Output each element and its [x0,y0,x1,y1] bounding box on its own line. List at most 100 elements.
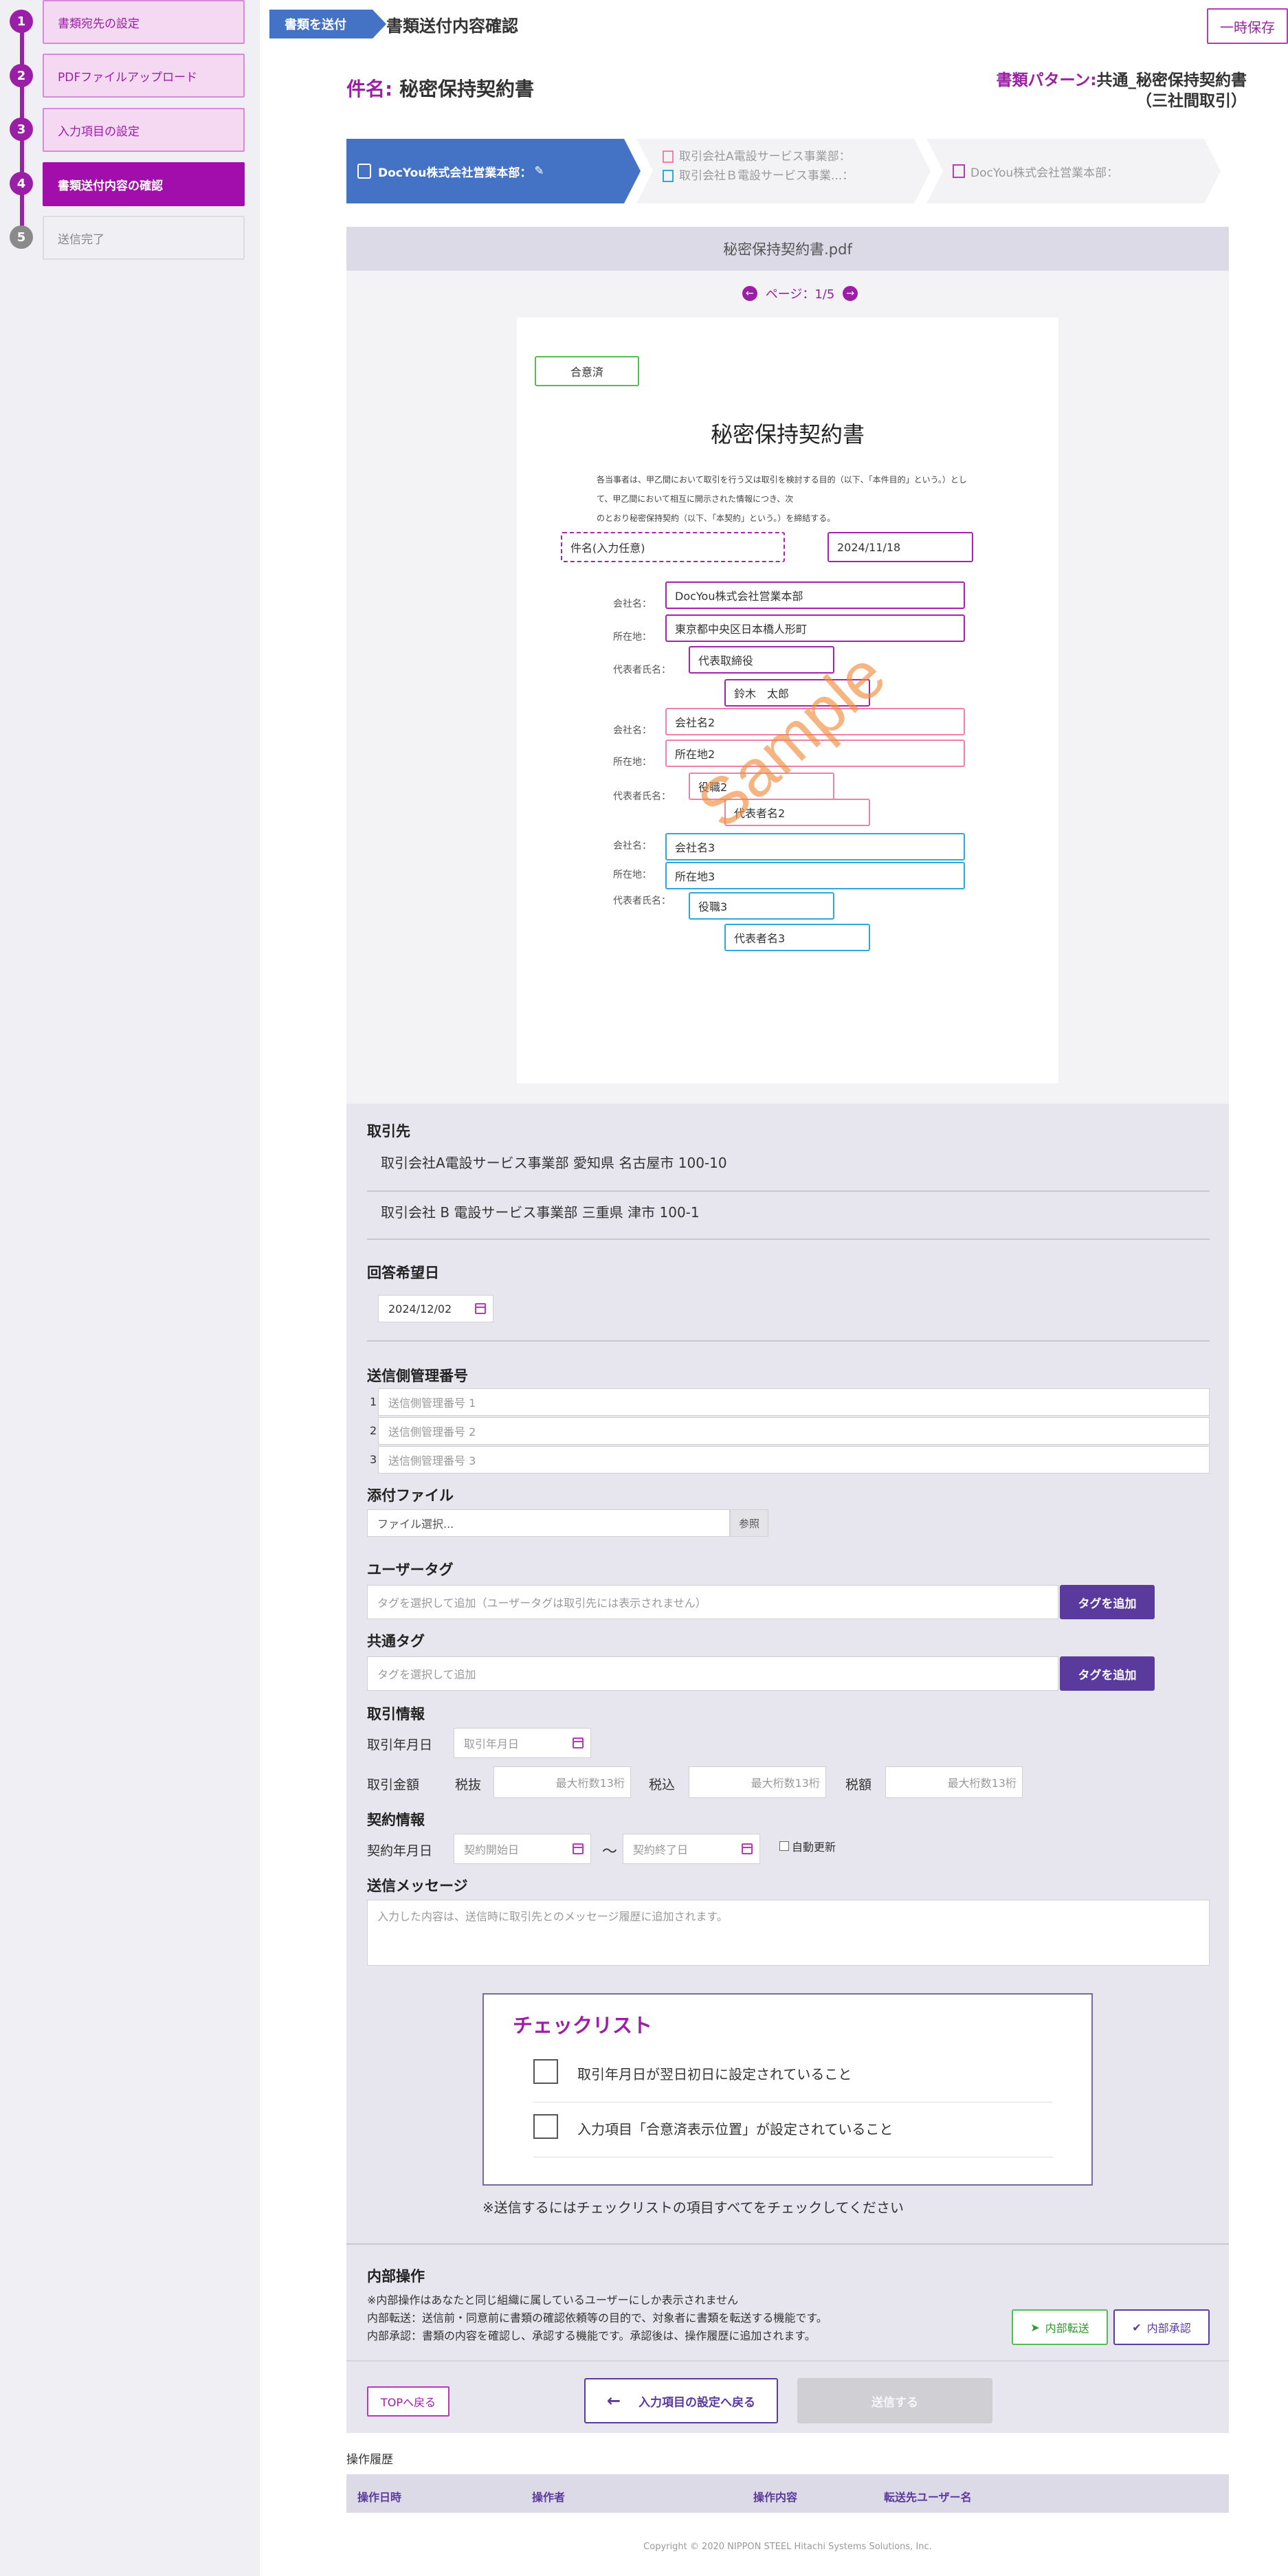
calendar-icon[interactable] [475,1303,486,1314]
checklist-checkbox-1[interactable] [533,2059,558,2084]
c1-company-field[interactable]: DocYou株式会社営業本部 [665,581,965,609]
label-company: 会社名： [613,841,652,852]
prev-page-icon[interactable]: ← [742,286,757,301]
back-to-input-label: 入力項目の設定へ戻る [639,2395,756,2410]
c3-title-field[interactable]: 役職3 [689,892,834,920]
pattern-value-2: （三社間取引） [1136,92,1247,110]
internal-forward-button[interactable]: ➤内部転送 [1012,2309,1108,2345]
attach-label: 添付ファイル [367,1487,454,1504]
history-col-operation: 操作内容 [753,2491,798,2504]
calendar-icon[interactable] [742,1843,753,1854]
common-tag-label: 共通タグ [367,1633,425,1650]
c2-title-field[interactable]: 役職2 [689,773,834,800]
internal-approve-button[interactable]: ✔内部承認 [1113,2309,1210,2345]
pdf-filename: 秘密保持契約書.pdf [346,227,1229,271]
amount-ex-input[interactable]: 最大桁数13桁 [493,1766,631,1798]
add-common-tag-button[interactable]: タグを追加 [1060,1656,1155,1691]
c1-title-field[interactable]: 代表取締役 [689,646,834,674]
next-page-icon[interactable]: → [843,286,858,301]
range-tilde: 〜 [602,1843,618,1861]
pattern-value: 共通_秘密保持契約書 [1096,71,1247,89]
step-number-3: 3 [10,118,33,141]
common-tag-input[interactable]: タグを選択して追加 [367,1656,1058,1691]
step-number-4: 4 [10,172,33,195]
history-table-header: 操作日時 操作者 操作内容 転送先ユーザー名 [346,2474,1229,2513]
auto-renew[interactable]: 自動更新 [779,1838,836,1854]
check-icon: ✔ [1132,2320,1142,2334]
checklist-checkbox-2[interactable] [533,2114,558,2139]
user-tag-input[interactable]: タグを選択して追加（ユーザータグは取引先には表示されません） [367,1585,1058,1619]
c3-name-field[interactable]: 代表者名3 [724,924,870,951]
browse-button[interactable]: 参照 [730,1509,768,1537]
mgmt-label: 送信側管理番号 [367,1368,468,1384]
divider [346,2360,1229,2362]
step-pdf-upload[interactable]: PDFファイルアップロード [43,54,245,98]
reply-date-input[interactable]: 2024/12/02 [378,1295,493,1322]
flow-step-sender: DocYou株式会社営業本部： ✎ [346,139,641,203]
step-number-2: 2 [10,64,33,87]
calendar-icon[interactable] [573,1737,584,1748]
message-textarea[interactable]: 入力した内容は、送信時に取引先とのメッセージ履歴に追加されます。 [367,1900,1210,1966]
contract-end-placeholder: 契約終了日 [633,1843,689,1856]
step-complete: 送信完了 [43,216,245,260]
checklist-item-2: 入力項目「合意済表示位置」が設定されていること [577,2121,893,2138]
doc-pattern: 書類パターン:共通_秘密保持契約書 （三社間取引） [996,70,1247,111]
step-input-fields[interactable]: 入力項目の設定 [43,108,245,152]
tax-label: 税額 [845,1777,872,1792]
mgmt-input-2[interactable]: 送信側管理番号 2 [378,1417,1210,1445]
page-indicator: ページ：1/5 [765,287,835,302]
tax-included-label: 税込 [649,1777,676,1792]
contract-start-input[interactable]: 契約開始日 [454,1834,591,1864]
reply-date-value: 2024/12/02 [388,1302,452,1315]
mgmt-input-1[interactable]: 送信側管理番号 1 [378,1388,1210,1416]
reply-date-label: 回答希望日 [367,1265,439,1281]
user-tag-label: ユーザータグ [367,1562,454,1578]
step-dest-settings[interactable]: 書類宛先の設定 [43,0,245,44]
partner-2: 取引会社 B 電設サービス事業部 三重県 津市 100-1 [381,1204,700,1221]
c2-name-field[interactable]: 代表者名2 [724,799,870,826]
flow-final-label: DocYou株式会社営業本部： [970,166,1119,180]
c2-address-field[interactable]: 所在地2 [665,740,965,767]
amount-tax-input[interactable]: 最大桁数13桁 [885,1766,1023,1798]
contract-start-placeholder: 契約開始日 [464,1843,520,1856]
c2-company-field[interactable]: 会社名2 [665,708,965,735]
c1-address-field[interactable]: 東京都中央区日本橋人形町 [665,614,965,642]
c3-company-field[interactable]: 会社名3 [665,833,965,860]
page-title: 書類送付内容確認 [386,16,518,36]
trade-date-input[interactable]: 取引年月日 [454,1728,591,1758]
temp-save-button[interactable]: 一時保存 [1207,8,1288,44]
subject-value: 秘密保持契約書 [399,78,534,100]
checklist-title: チェックリスト [513,2014,653,2037]
send-button[interactable]: 送信する [797,2378,992,2423]
back-to-input-button[interactable]: ←入力項目の設定へ戻る [584,2378,778,2423]
contract-end-input[interactable]: 契約終了日 [623,1834,760,1864]
file-input[interactable]: ファイル選択... [367,1509,730,1537]
date-field[interactable]: 2024/11/18 [828,532,973,562]
flow-recipient-b: 取引会社Ｂ電設サービス事業...： [679,169,854,183]
flow-step-final: DocYou株式会社営業本部： [926,139,1221,203]
amount-inc-input[interactable]: 最大桁数13桁 [689,1766,826,1798]
history-col-datetime: 操作日時 [357,2491,402,2504]
agreed-stamp[interactable]: 合意済 [535,356,639,386]
mgmt-input-3[interactable]: 送信側管理番号 3 [378,1446,1210,1474]
step-number-5: 5 [10,225,33,249]
internal-forward-label: 内部転送 [1045,2322,1089,2335]
pdf-body-line: のとおり秘密保持契約（以下、「本契約」という。）を締結する。 [597,513,836,523]
user-icon [953,164,965,178]
auto-renew-checkbox[interactable] [779,1841,789,1851]
trade-date-placeholder: 取引年月日 [464,1737,520,1751]
subject-field[interactable]: 件名(入力任意) [561,532,785,562]
pdf-title: 秘密保持契約書 [710,421,865,447]
subject-label: 件名: [346,78,393,100]
divider [367,1190,1210,1192]
history-col-operator: 操作者 [532,2491,566,2504]
c1-name-field[interactable]: 鈴木 太郎 [724,679,870,707]
c3-address-field[interactable]: 所在地3 [665,862,965,889]
flow-step-recipients: 取引会社A電設サービス事業部： 取引会社Ｂ電設サービス事業...： [636,139,931,203]
internal-desc-line: 内部承認：書類の内容を確認し、承認する機能です。承認後は、操作履歴に追加されます… [367,2329,816,2342]
add-user-tag-button[interactable]: タグを追加 [1060,1585,1155,1619]
calendar-icon[interactable] [573,1843,584,1854]
step-number-1: 1 [10,10,33,33]
trade-amount-label: 取引金額 [367,1777,420,1792]
top-back-button[interactable]: TOPへ戻る [367,2386,449,2417]
